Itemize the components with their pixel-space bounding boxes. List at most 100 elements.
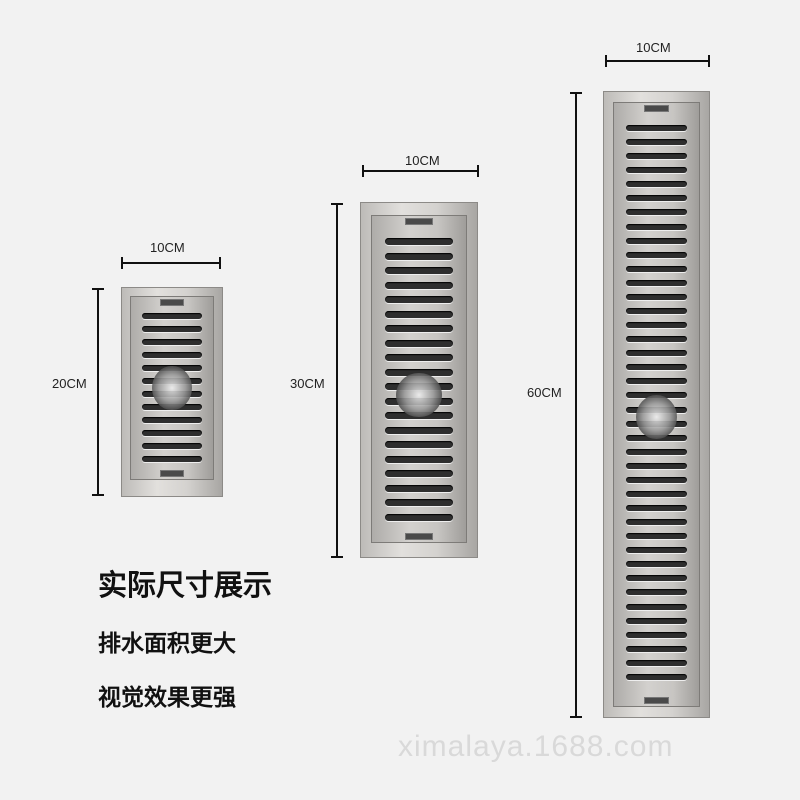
grate-slot — [385, 455, 453, 463]
length-label-large: 60CM — [527, 385, 562, 400]
length-line-medium — [336, 203, 338, 558]
tick — [331, 556, 343, 558]
grate-slot — [625, 476, 688, 483]
grate-slot — [625, 322, 688, 329]
grate-slot — [625, 195, 688, 202]
grate-slot — [625, 631, 688, 638]
grate-slot — [625, 378, 688, 385]
grate-slot — [385, 368, 453, 376]
drain-core — [636, 394, 677, 439]
drain-core — [396, 373, 442, 418]
grate-slot — [385, 484, 453, 492]
grate-slot — [625, 265, 688, 272]
watermark: ximalaya.1688.com — [398, 730, 674, 763]
grate-slot — [142, 430, 202, 436]
width-label-small: 10CM — [150, 240, 185, 255]
width-line-large — [606, 60, 710, 62]
grate-slot — [625, 209, 688, 216]
tick — [219, 257, 221, 269]
notch — [159, 299, 185, 306]
tick — [331, 203, 343, 205]
length-line-large — [575, 92, 577, 718]
grate-slot — [385, 441, 453, 448]
grate-slot — [625, 223, 688, 230]
grate-slot — [625, 307, 688, 314]
notch — [404, 218, 434, 225]
grate-slot — [385, 296, 453, 303]
grate-slot — [625, 364, 688, 371]
grate-slot — [385, 354, 453, 361]
grate-slot — [625, 659, 688, 666]
grate-slot — [385, 470, 453, 477]
grate-slot — [142, 313, 202, 319]
grate-slot — [625, 533, 688, 540]
grate-slot — [625, 251, 688, 258]
grate-slot — [142, 352, 202, 358]
caption-drainage-area: 排水面积更大 — [98, 631, 236, 657]
grate-slot — [625, 153, 688, 160]
caption-actual-size: 实际尺寸展示 — [98, 568, 273, 602]
grate-slot — [142, 417, 202, 423]
grate-slot — [625, 462, 688, 469]
grate-slot — [625, 293, 688, 300]
grate-slot — [625, 561, 688, 568]
grate-slot — [625, 336, 688, 343]
grate-slot — [385, 426, 453, 434]
grate-slot — [625, 505, 688, 512]
notch — [643, 105, 670, 112]
grate-slot — [142, 326, 202, 332]
tick — [570, 92, 582, 94]
grate-slot — [625, 519, 688, 526]
grate-slot — [625, 237, 688, 244]
grate-slot — [142, 339, 202, 345]
caption-visual-effect: 视觉效果更强 — [98, 685, 236, 711]
grate-slot — [385, 252, 453, 260]
grate-slot — [385, 339, 453, 347]
tick — [708, 55, 710, 67]
drain-20cm-image — [121, 287, 223, 497]
grate-slot — [625, 575, 688, 582]
grate-slot — [625, 589, 688, 596]
grate-slot — [625, 279, 688, 286]
grate-slot — [625, 350, 688, 357]
drain-60cm-image — [603, 91, 710, 718]
length-line-small — [97, 288, 99, 495]
drain-cover — [371, 215, 467, 543]
grate-slot — [385, 513, 453, 521]
grate-slot — [625, 645, 688, 652]
grate-slot — [385, 325, 453, 332]
width-line-small — [122, 262, 220, 264]
tick — [477, 165, 479, 177]
width-label-large: 10CM — [636, 40, 671, 55]
drain-core — [152, 366, 192, 410]
notch — [643, 697, 670, 704]
width-label-medium: 10CM — [405, 153, 440, 168]
drain-cover — [613, 102, 700, 707]
width-line-medium — [363, 170, 479, 172]
grate-slot — [625, 139, 688, 146]
grate-slot — [625, 167, 688, 174]
grate-slot — [625, 181, 688, 188]
grate-slot — [625, 125, 688, 131]
grate-slot — [625, 547, 688, 554]
grate-slot — [142, 456, 202, 462]
length-label-medium: 30CM — [290, 376, 325, 391]
grate-slot — [625, 448, 688, 455]
tick — [92, 494, 104, 496]
tick — [362, 165, 364, 177]
grate-slot — [625, 603, 688, 610]
length-label-small: 20CM — [52, 376, 87, 391]
grate-slot — [385, 238, 453, 245]
tick — [605, 55, 607, 67]
grate-slot — [625, 490, 688, 497]
grate-slot — [625, 673, 688, 680]
drain-30cm-image — [360, 202, 478, 558]
grate-slot — [385, 267, 453, 274]
grate-slot — [142, 443, 202, 449]
grate-slot — [385, 499, 453, 506]
tick — [92, 288, 104, 290]
grate-slot — [625, 617, 688, 624]
notch — [159, 470, 185, 477]
drain-cover — [130, 296, 214, 480]
tick — [570, 716, 582, 718]
